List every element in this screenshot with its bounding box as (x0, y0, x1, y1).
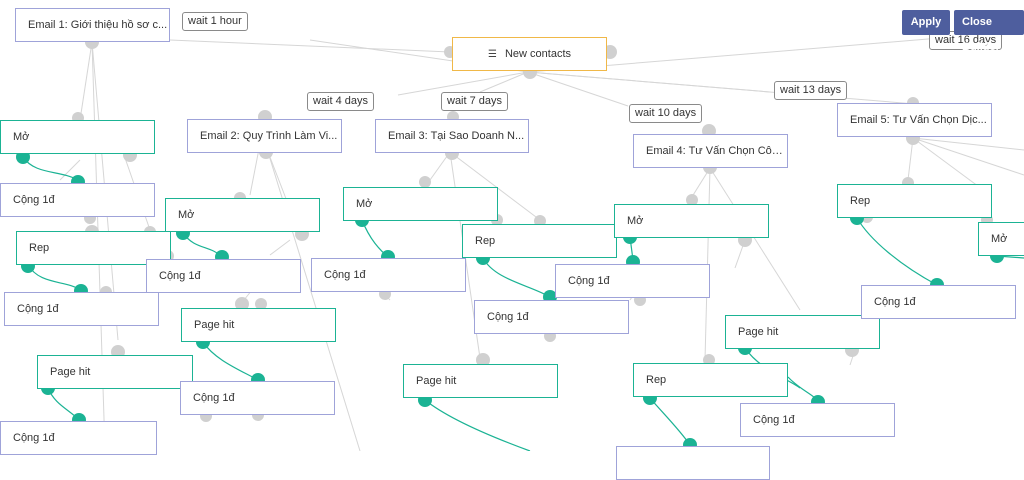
wait-label-1-hour[interactable]: wait 1 hour (182, 12, 248, 31)
wait-label-4-days[interactable]: wait 4 days (307, 92, 375, 111)
action-node-add-point[interactable]: Cộng 1đ (0, 183, 155, 217)
decision-node-reply[interactable]: Rep (16, 231, 171, 265)
apply-button[interactable]: Apply (902, 10, 950, 35)
action-node-partial[interactable] (616, 446, 770, 480)
wait-label-10-days[interactable]: wait 10 days (629, 104, 703, 123)
email-node-5[interactable]: Email 5: Tư Vấn Chọn Dịc... (837, 103, 992, 137)
decision-node-page-hit[interactable]: Page hit (181, 308, 336, 342)
close-builder-button[interactable]: Close Builder (954, 10, 1024, 53)
decision-node-open[interactable]: Mở (978, 222, 1024, 256)
decision-node-open[interactable]: Mở (343, 187, 498, 221)
wait-label-16-days[interactable]: wait 16 days (929, 31, 1003, 50)
email-node-4[interactable]: Email 4: Tư Vấn Chọn Côn... (633, 134, 788, 168)
action-node-add-point[interactable]: Cộng 1đ (4, 292, 159, 326)
decision-node-open[interactable]: Mở (0, 120, 155, 154)
wait-label-13-days[interactable]: wait 13 days (774, 81, 848, 100)
action-node-add-point[interactable]: Cộng 1đ (180, 381, 335, 415)
email-node-3[interactable]: Email 3: Tại Sao Doanh N... (375, 119, 529, 153)
list-icon: ☰ (488, 49, 497, 60)
source-label: New contacts (504, 48, 571, 60)
decision-node-page-hit[interactable]: Page hit (37, 355, 193, 389)
email-node-2[interactable]: Email 2: Quy Trình Làm Vi... (187, 119, 342, 153)
decision-node-page-hit[interactable]: Page hit (725, 315, 880, 349)
action-node-add-point[interactable]: Cộng 1đ (474, 300, 629, 334)
action-node-add-point[interactable]: Cộng 1đ (311, 258, 466, 292)
action-node-add-point[interactable]: Cộng 1đ (146, 259, 301, 293)
wait-label-7-days[interactable]: wait 7 days (441, 92, 509, 111)
decision-node-reply[interactable]: Rep (633, 363, 788, 397)
gray-handles[interactable] (72, 35, 993, 451)
decision-node-open[interactable]: Mở (614, 204, 769, 238)
action-node-add-point[interactable]: Cộng 1đ (861, 285, 1016, 319)
decision-node-reply[interactable]: Rep (837, 184, 992, 218)
email-node-1[interactable]: Email 1: Giới thiệu hồ sơ c... (15, 8, 170, 42)
decision-node-page-hit[interactable]: Page hit (403, 364, 558, 398)
action-node-add-point[interactable]: Cộng 1đ (740, 403, 895, 437)
decision-node-reply[interactable]: Rep (462, 224, 617, 258)
source-node-new-contacts[interactable]: ☰ New contacts (452, 37, 607, 71)
action-node-add-point[interactable]: Cộng 1đ (555, 264, 710, 298)
action-node-add-point[interactable]: Cộng 1đ (0, 421, 157, 455)
decision-node-open[interactable]: Mở (165, 198, 320, 232)
